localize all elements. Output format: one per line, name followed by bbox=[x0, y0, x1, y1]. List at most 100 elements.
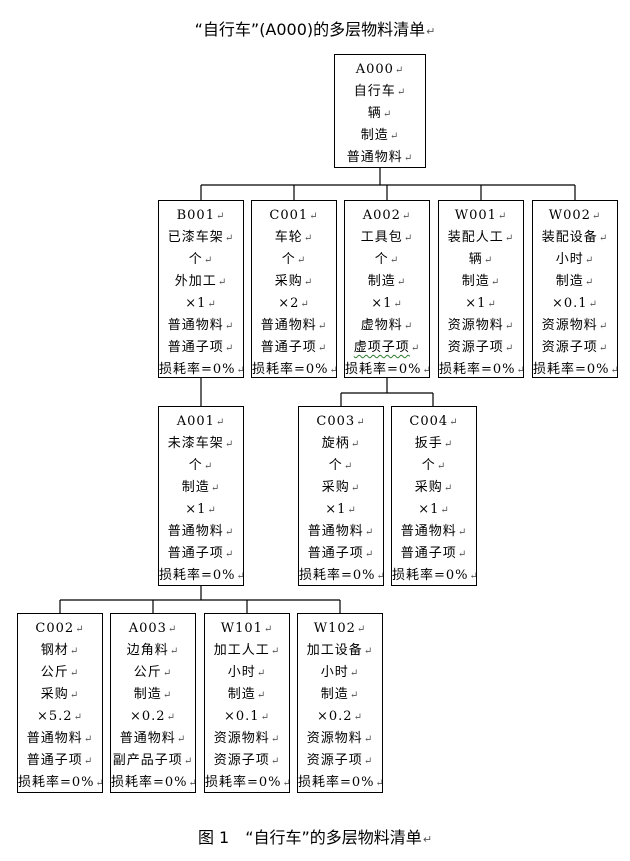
node-text: 损耗率=0% bbox=[159, 362, 236, 377]
node-line: 边角料↵ bbox=[126, 643, 180, 658]
node-text: A003 bbox=[128, 621, 167, 636]
node-line: 普通子项↵ bbox=[400, 546, 468, 561]
node-line: C002↵ bbox=[35, 621, 85, 636]
node-line: W101↵ bbox=[220, 621, 274, 636]
node-line: 自行车↵ bbox=[353, 84, 407, 99]
node-line: 工具包↵ bbox=[360, 230, 414, 245]
node-text: C003 bbox=[316, 414, 356, 429]
node-line: ×1↵ bbox=[371, 296, 403, 311]
node-text: A001 bbox=[176, 414, 215, 429]
node-line: 装配设备↵ bbox=[541, 230, 609, 245]
node-text: 普通子项 bbox=[26, 753, 83, 768]
node-text: ×5.2 bbox=[37, 709, 73, 724]
node-text: 损耗率=0% bbox=[439, 362, 516, 377]
node-line: 外加工↵ bbox=[174, 274, 228, 289]
node-text: 资源子项 bbox=[213, 753, 270, 768]
node-line: 制造↵ bbox=[360, 128, 400, 143]
node-line: A002↵ bbox=[362, 208, 412, 223]
node-line: 资源子项↵ bbox=[447, 340, 515, 355]
node-text: 未漆车架 bbox=[167, 436, 224, 451]
node-text: 旋柄 bbox=[321, 436, 350, 451]
node-line: 普通物料↵ bbox=[167, 524, 235, 539]
node-line: ×2↵ bbox=[278, 296, 310, 311]
node-line: 辆↵ bbox=[367, 106, 393, 121]
node-text: 普通子项 bbox=[167, 546, 224, 561]
node-A003: A003↵边角料↵公斤↵制造↵×0.2↵普通物料↵副产品子项↵损耗率=0%↵ bbox=[110, 613, 196, 793]
node-line: 资源子项↵ bbox=[306, 753, 374, 768]
node-line: ×5.2↵ bbox=[37, 709, 83, 724]
node-line: 普通物料↵ bbox=[307, 524, 375, 539]
node-text: 普通物料 bbox=[260, 318, 317, 333]
node-text: C002 bbox=[35, 621, 75, 636]
node-text: 扳手 bbox=[414, 436, 443, 451]
node-text: 资源物料 bbox=[213, 731, 270, 746]
node-text: 普通子项 bbox=[167, 340, 224, 355]
node-W001: W001↵装配人工↵辆↵制造↵×1↵资源物料↵资源子项↵损耗率=0%↵ bbox=[438, 200, 524, 378]
node-line: C001↵ bbox=[269, 208, 319, 223]
node-C001: C001↵车轮↵个↵采购↵×2↵普通物料↵普通子项↵损耗率=0%↵ bbox=[251, 200, 337, 378]
node-line: 普通物料↵ bbox=[346, 150, 414, 165]
node-A000: A000↵ 自行车↵ 辆↵ 制造↵ 普通物料↵ bbox=[334, 54, 426, 168]
node-line: A003↵ bbox=[128, 621, 178, 636]
node-line: 普通子项↵ bbox=[307, 546, 375, 561]
node-line: 个↵ bbox=[281, 252, 307, 267]
node-text: 损耗率=0% bbox=[345, 362, 422, 377]
node-line: 损耗率=0%↵ bbox=[205, 775, 289, 790]
node-text: 采购 bbox=[321, 480, 350, 495]
node-line: 个↵ bbox=[421, 458, 447, 473]
node-line: 损耗率=0%↵ bbox=[345, 362, 429, 377]
node-line: 虚物料↵ bbox=[360, 318, 414, 333]
node-line: ×1↵ bbox=[185, 502, 217, 517]
node-text: 公斤 bbox=[133, 665, 162, 680]
node-line: 扳手↵ bbox=[414, 436, 454, 451]
node-text: 采购 bbox=[40, 687, 69, 702]
node-text: 制造 bbox=[461, 274, 490, 289]
node-text: 损耗率=0% bbox=[252, 362, 329, 377]
node-line: A000↵ bbox=[355, 62, 405, 77]
node-line: 公斤↵ bbox=[40, 665, 80, 680]
node-text: 损耗率=0% bbox=[18, 775, 95, 790]
node-text: 普通子项 bbox=[260, 340, 317, 355]
node-line: ×1↵ bbox=[325, 502, 357, 517]
node-text: 普通物料 bbox=[307, 524, 364, 539]
node-text: 辆 bbox=[367, 106, 382, 121]
node-line: 公斤↵ bbox=[133, 665, 173, 680]
node-text: ×2 bbox=[278, 296, 300, 311]
node-text: ×0.2 bbox=[317, 709, 353, 724]
node-text: 个 bbox=[188, 252, 203, 267]
node-text: 普通子项 bbox=[307, 546, 364, 561]
node-line: 采购↵ bbox=[321, 480, 361, 495]
node-text: 制造 bbox=[133, 687, 162, 702]
node-line: 制造↵ bbox=[367, 274, 407, 289]
node-text: 损耗率=0% bbox=[299, 568, 376, 583]
node-text: 资源物料 bbox=[306, 731, 363, 746]
node-line: 制造↵ bbox=[181, 480, 221, 495]
node-text: 资源物料 bbox=[447, 318, 504, 333]
node-line: 制造↵ bbox=[227, 687, 267, 702]
node-line: 采购↵ bbox=[414, 480, 454, 495]
node-text: ×0.1 bbox=[224, 709, 260, 724]
node-line: 损耗率=0%↵ bbox=[159, 568, 243, 583]
node-text: A002 bbox=[362, 208, 401, 223]
node-text: 加工设备 bbox=[306, 643, 363, 658]
node-text: 普通物料 bbox=[26, 731, 83, 746]
node-line: 加工设备↵ bbox=[306, 643, 374, 658]
node-C002: C002↵钢材↵公斤↵采购↵×5.2↵普通物料↵普通子项↵损耗率=0%↵ bbox=[17, 613, 103, 793]
node-line: 采购↵ bbox=[40, 687, 80, 702]
node-text: 普通物料 bbox=[346, 150, 403, 165]
figure-caption: 图 1 “自行车”的多层物料清单↵ bbox=[197, 828, 433, 847]
node-text: 小时 bbox=[227, 665, 256, 680]
node-line: 制造↵ bbox=[461, 274, 501, 289]
node-text: A000 bbox=[355, 62, 394, 77]
node-W002: W002↵装配设备↵小时↵制造↵×0.1↵资源物料↵资源子项↵损耗率=0%↵ bbox=[532, 200, 618, 378]
node-line: ×1↵ bbox=[465, 296, 497, 311]
node-line: 个↵ bbox=[188, 458, 214, 473]
node-line: 小时↵ bbox=[320, 665, 360, 680]
node-line: 资源子项↵ bbox=[541, 340, 609, 355]
node-line: 钢材↵ bbox=[40, 643, 80, 658]
node-text: 损耗率=0% bbox=[533, 362, 610, 377]
node-line: W001↵ bbox=[454, 208, 508, 223]
node-text: ×1 bbox=[418, 502, 440, 517]
node-text: ×0.2 bbox=[130, 709, 166, 724]
node-text: 个 bbox=[281, 252, 296, 267]
